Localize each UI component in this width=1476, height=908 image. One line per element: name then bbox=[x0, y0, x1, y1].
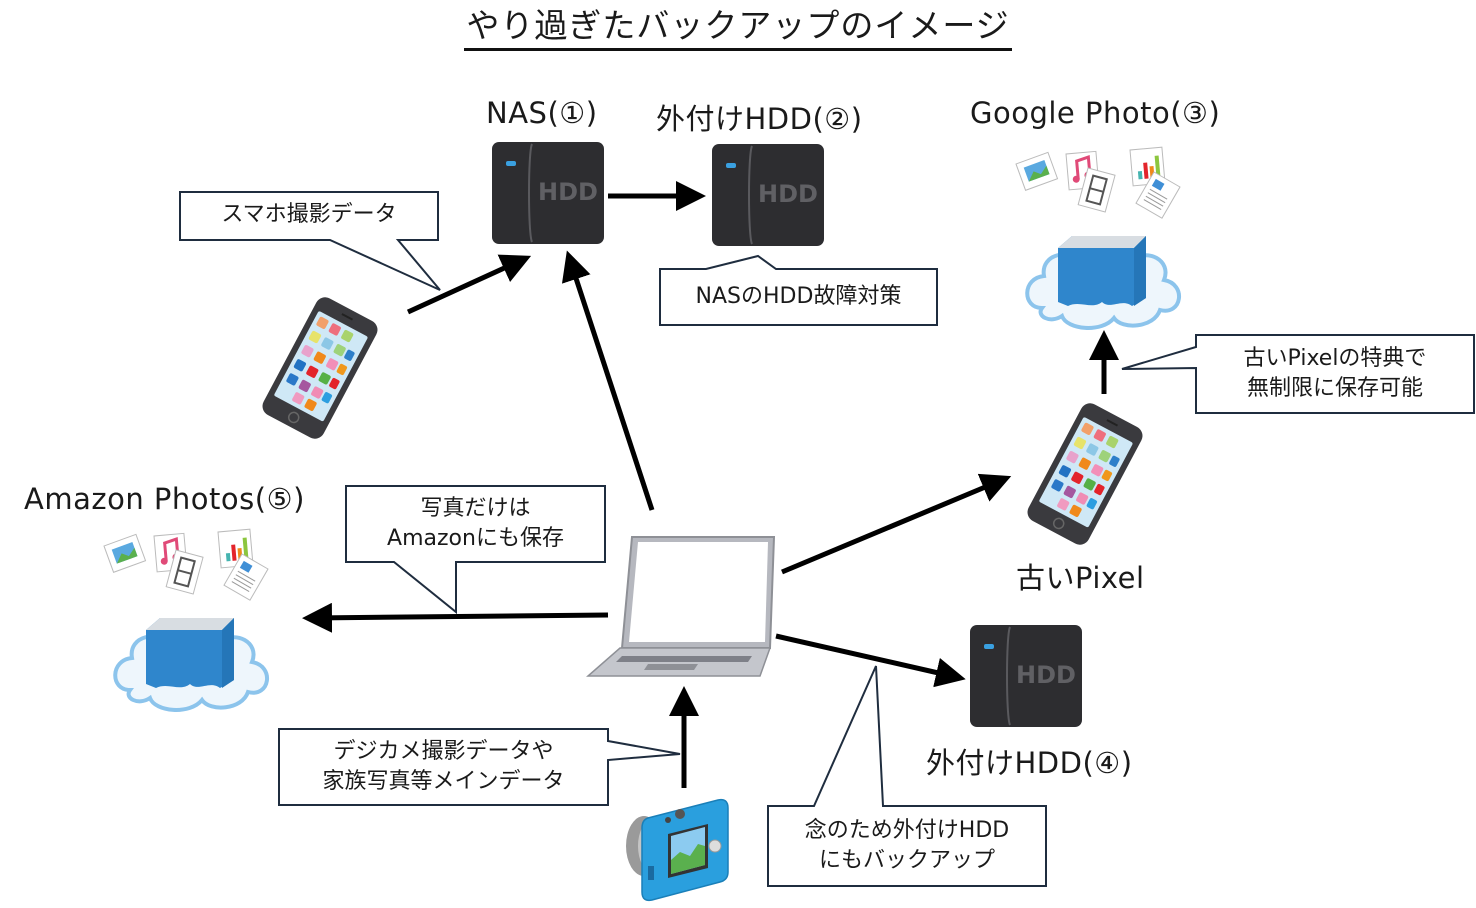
external-hdd-4-label: 外付けHDD(④) bbox=[926, 746, 1133, 780]
arrow-laptop-to-nas bbox=[561, 250, 655, 511]
smartphone-icon bbox=[258, 293, 382, 443]
laptop-icon bbox=[586, 536, 776, 677]
arrow-laptop-to-ext-hdd-4 bbox=[775, 633, 966, 688]
callout-line: スマホ撮影データ bbox=[221, 202, 397, 227]
hdd-icon-text: HDD bbox=[1016, 661, 1076, 689]
old-pixel-phone-icon bbox=[1023, 399, 1147, 549]
google-photo-label: Google Photo(③) bbox=[970, 96, 1221, 130]
arrow-smartphone-to-nas bbox=[406, 254, 532, 315]
old-pixel-label: 古いPixel bbox=[1016, 561, 1145, 595]
external-hdd-2-label: 外付けHDD(②) bbox=[656, 102, 863, 136]
diagram-title-text: やり過ぎたバックアップのイメージ bbox=[464, 6, 1012, 51]
callout-amazon-photos-only: 写真だけは Amazonにも保存 bbox=[346, 494, 605, 554]
hdd-icon-text: HDD bbox=[758, 180, 818, 208]
callout-smartphone-data: スマホ撮影データ bbox=[180, 200, 438, 230]
callout-ext-hdd-backup-shape bbox=[767, 665, 1047, 887]
callout-nas-hdd-failure: NASのHDD故障対策 bbox=[660, 282, 937, 312]
nas-label: NAS(①) bbox=[486, 96, 598, 130]
callout-smartphone-data-shape bbox=[179, 191, 441, 291]
callout-line: NASのHDD故障対策 bbox=[695, 284, 902, 309]
callout-ext-hdd-backup: 念のため外付けHDD にもバックアップ bbox=[768, 816, 1046, 876]
callout-old-pixel-perk-shape bbox=[1121, 334, 1475, 414]
callout-line: デジカメ撮影データや bbox=[333, 739, 554, 764]
callout-line: 念のため外付けHDD bbox=[804, 818, 1010, 843]
amazon-photos-cloud-icon bbox=[102, 527, 270, 712]
digital-camera-icon bbox=[626, 798, 729, 902]
arrow-laptop-to-amazon-photos bbox=[302, 602, 609, 633]
google-photo-cloud-icon bbox=[1014, 145, 1182, 330]
external-hdd-2-icon: HDD bbox=[711, 143, 825, 247]
amazon-photos-label: Amazon Photos(⑤) bbox=[24, 482, 305, 516]
callout-line: 家族写真等メインデータ bbox=[322, 769, 565, 794]
diagram-title: やり過ぎたバックアップのイメージ bbox=[0, 6, 1476, 51]
arrow-laptop-to-old-pixel bbox=[781, 473, 1012, 575]
callout-line: 無制限に保存可能 bbox=[1246, 376, 1423, 401]
callout-line: Amazonにも保存 bbox=[387, 526, 564, 551]
hdd-icon-text: HDD bbox=[538, 178, 598, 206]
callout-amazon-photos-shape bbox=[345, 485, 606, 615]
external-hdd-4-icon: HDD bbox=[969, 624, 1083, 728]
callout-camera-main-data-shape bbox=[278, 728, 681, 806]
callout-camera-main-data: デジカメ撮影データや 家族写真等メインデータ bbox=[279, 737, 608, 797]
callout-line: 写真だけは bbox=[420, 496, 531, 521]
nas-hdd-icon: HDD bbox=[491, 141, 605, 245]
callout-old-pixel-perk: 古いPixelの特典で 無制限に保存可能 bbox=[1196, 344, 1474, 404]
callout-line: 古いPixelの特典で bbox=[1243, 346, 1427, 371]
callout-line: にもバックアップ bbox=[818, 848, 995, 873]
callout-nas-hdd-failure-shape bbox=[659, 254, 938, 326]
